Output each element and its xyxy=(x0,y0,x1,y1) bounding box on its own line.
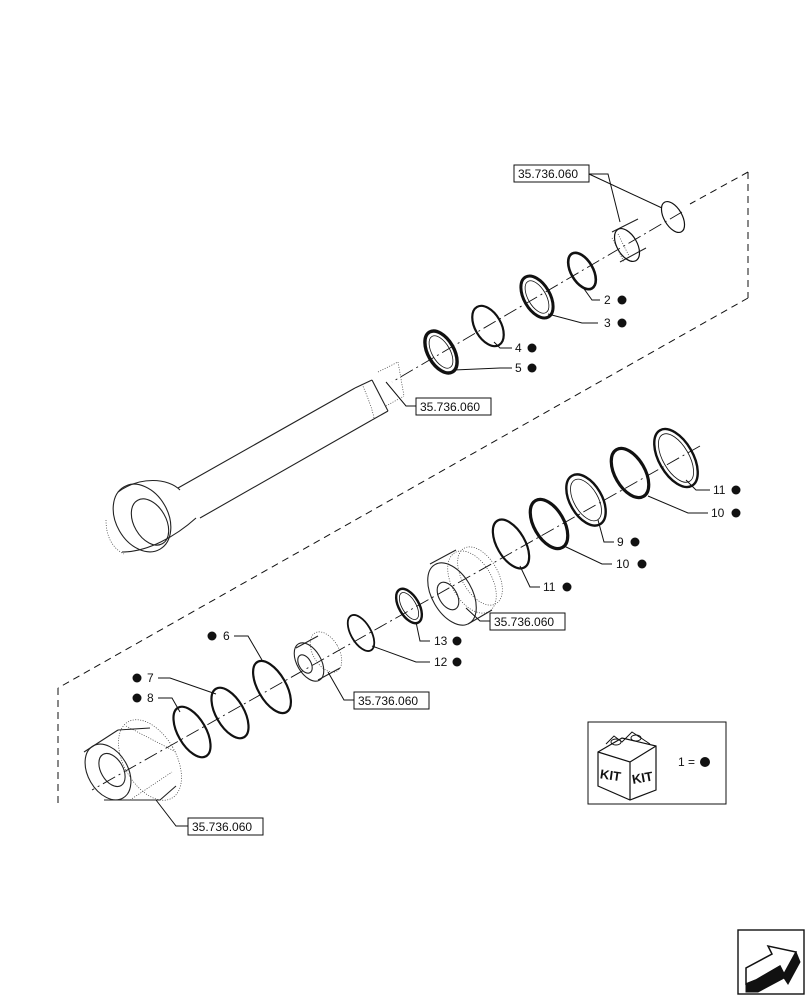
kit-marker-3 xyxy=(617,318,627,328)
ref-box-housing-text: 35.736.060 xyxy=(192,820,252,834)
bushing-part xyxy=(611,228,641,263)
kit-marker-10-lower xyxy=(637,559,647,569)
end-cap-part xyxy=(611,201,686,263)
kit-marker-5 xyxy=(527,363,537,373)
ring-part-9 xyxy=(565,473,607,527)
piston-rod-part xyxy=(105,361,405,555)
callout-8: 8 xyxy=(147,691,154,705)
ref-box-rod-text: 35.736.060 xyxy=(420,400,480,414)
callout-11-lower: 11 xyxy=(543,580,556,594)
kit-box-icon: KIT KIT xyxy=(597,731,657,801)
ref-box-head-text: 35.736.060 xyxy=(358,694,418,708)
callout-10-upper: 10 xyxy=(711,506,725,520)
ring-part-7 xyxy=(210,686,250,740)
cylinder-head-part xyxy=(83,719,182,801)
callout-7: 7 xyxy=(147,671,154,685)
upper-axis-line xyxy=(391,211,683,383)
ring-part-10-lower xyxy=(528,497,570,551)
ring-part-2 xyxy=(566,251,598,291)
ring-part-10-upper xyxy=(609,446,651,500)
callout-4: 4 xyxy=(515,341,522,355)
ref-leaders xyxy=(155,173,663,827)
ref-box-top-text: 35.736.060 xyxy=(518,167,578,181)
ring-part-5 xyxy=(423,329,459,375)
callout-10-lower: 10 xyxy=(616,557,630,571)
ref-box-piston[interactable]: 35.736.060 xyxy=(489,612,566,631)
ring-part-11-lower xyxy=(491,518,531,570)
ring-part-3 xyxy=(519,274,555,320)
kit-legend: KIT KIT 1 = xyxy=(587,721,727,805)
kit-marker-10-upper xyxy=(731,508,741,518)
kit-marker-4 xyxy=(527,343,537,353)
kit-marker-2 xyxy=(617,295,627,305)
ref-box-housing[interactable]: 35.736.060 xyxy=(187,817,264,836)
kit-marker-11-upper xyxy=(731,485,741,495)
kit-label-left: KIT xyxy=(599,766,622,784)
callout-13: 13 xyxy=(434,634,448,648)
upper-assembly-boundary xyxy=(57,171,749,808)
ring-part-12 xyxy=(346,614,376,652)
callout-6: 6 xyxy=(223,629,230,643)
ring-part-4 xyxy=(471,304,505,348)
kit-marker-12 xyxy=(452,657,462,667)
kit-marker-7 xyxy=(132,673,142,683)
callout-12: 12 xyxy=(434,655,448,669)
ref-box-top[interactable]: 35.736.060 xyxy=(513,164,590,183)
callout-11-upper: 11 xyxy=(713,483,726,497)
callout-leaders xyxy=(158,285,710,713)
callout-5: 5 xyxy=(515,361,522,375)
ref-box-rod[interactable]: 35.736.060 xyxy=(415,397,492,416)
rod-guide-part xyxy=(293,631,343,682)
kit-marker-9 xyxy=(630,537,640,547)
callout-3: 3 xyxy=(604,316,611,330)
callout-2: 2 xyxy=(604,293,611,307)
ring-part-8 xyxy=(172,705,212,759)
ref-box-head[interactable]: 35.736.060 xyxy=(353,691,430,710)
kit-legend-dot xyxy=(700,757,710,767)
kit-marker-8 xyxy=(132,693,142,703)
kit-marker-13 xyxy=(452,636,462,646)
next-page-arrow-icon[interactable] xyxy=(737,929,805,995)
ref-box-piston-text: 35.736.060 xyxy=(494,615,554,629)
piston-part xyxy=(427,546,503,626)
kit-equation: 1 = xyxy=(678,755,695,769)
lower-axis-line xyxy=(91,445,701,791)
ring-part-11-upper xyxy=(653,427,699,489)
kit-label-right: KIT xyxy=(631,769,654,787)
callout-9: 9 xyxy=(617,535,624,549)
kit-marker-6 xyxy=(207,631,217,641)
ring-part-6 xyxy=(251,659,293,715)
ring-part-13 xyxy=(394,587,424,625)
kit-marker-11-lower xyxy=(562,582,572,592)
